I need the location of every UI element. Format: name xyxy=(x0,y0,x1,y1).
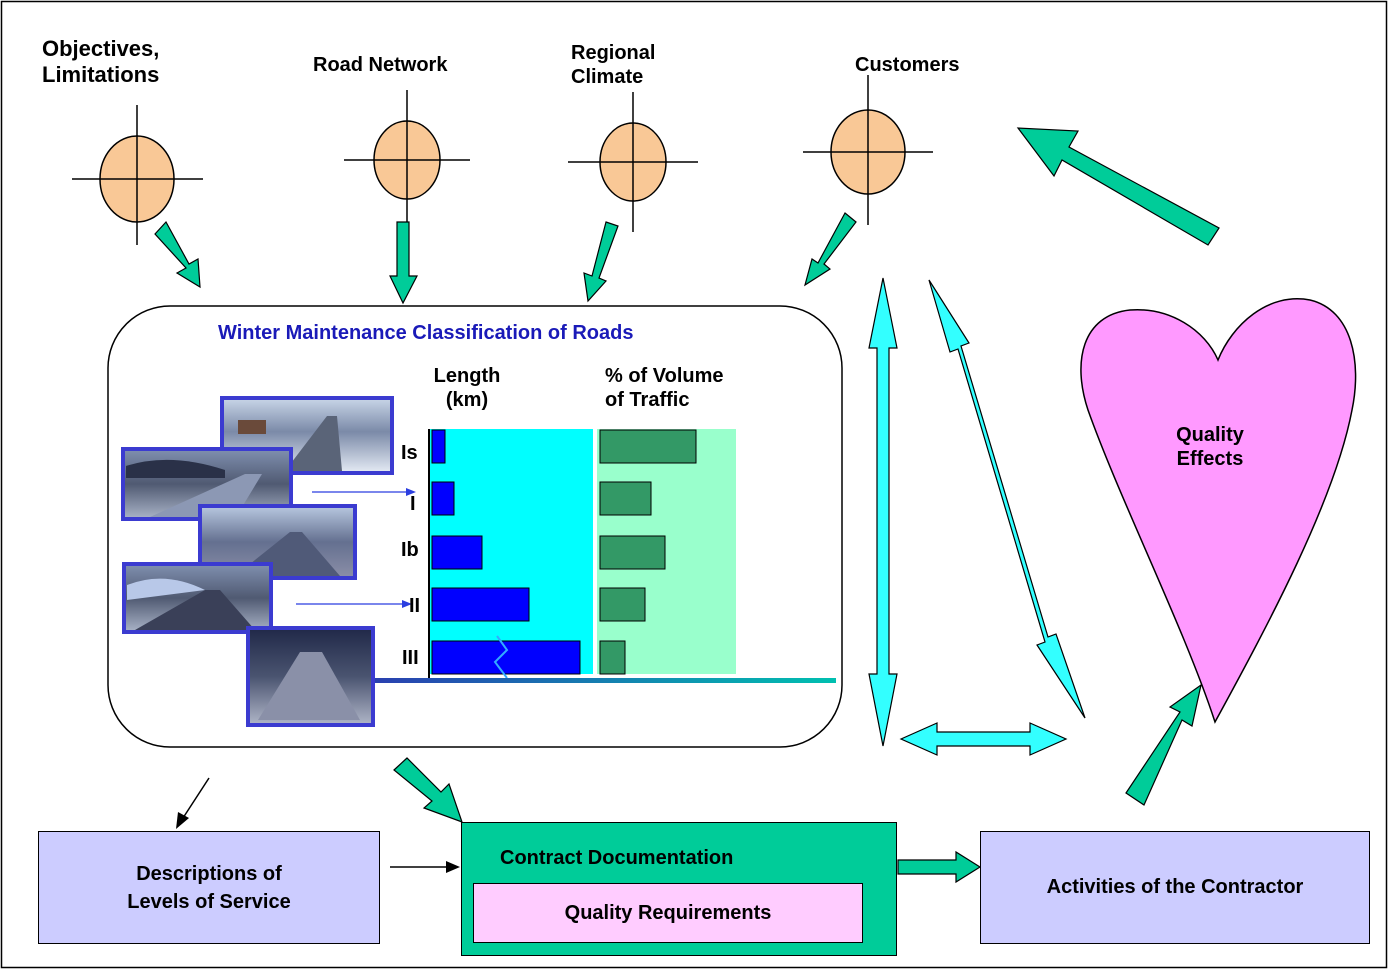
traffic-bar-i xyxy=(599,481,652,516)
contract-box-label: Contract Documentation xyxy=(500,847,734,869)
objectives-label: Objectives, Limitations xyxy=(42,36,160,88)
customers-target-icon xyxy=(803,75,933,225)
length-bar-is xyxy=(431,429,446,464)
road-photo-4 xyxy=(122,562,273,634)
traffic-bar-ib xyxy=(599,535,666,570)
length-bar-ib xyxy=(431,535,483,570)
axis-break-mark xyxy=(493,635,509,679)
objectives-to-classification-arrow xyxy=(154,220,201,289)
classification-to-contract-arrow xyxy=(393,757,463,823)
class-label-iii: III xyxy=(402,647,419,669)
photo-to-class-ii-arrow xyxy=(296,600,412,608)
quality-requirements-label: Quality Requirements xyxy=(564,901,772,924)
length-bar-i xyxy=(431,481,455,516)
quality-effects-label: Quality Effects xyxy=(1176,424,1244,470)
road-network-label: Road Network xyxy=(313,54,448,76)
road-photo-5 xyxy=(246,626,375,727)
class-label-i: I xyxy=(410,493,416,515)
contract-box: Contract Documentation Quality Requireme… xyxy=(461,822,897,956)
objectives-target-icon xyxy=(72,105,203,245)
photo-to-class-i-arrow xyxy=(312,488,416,496)
road-network-target-icon xyxy=(344,90,470,230)
traffic-header: % of Volume of Traffic xyxy=(605,365,724,411)
length-header: Length (km) xyxy=(433,365,501,411)
descriptions-box: Descriptions of Levels of Service xyxy=(38,831,380,944)
traffic-bar-ii xyxy=(599,587,646,622)
traffic-bar-iii xyxy=(599,640,626,675)
ground-line xyxy=(372,678,836,683)
class-label-ii: II xyxy=(409,595,421,617)
classification-to-descriptions-arrow xyxy=(176,777,210,829)
descriptions-to-contract-arrow xyxy=(390,861,460,873)
quality-effects-to-customers-arrow xyxy=(1016,127,1220,246)
activities-to-quality-effects-arrow xyxy=(1125,683,1202,806)
quality-requirements-box: Quality Requirements xyxy=(473,883,863,943)
length-bar-iii xyxy=(431,640,581,675)
classification-title: Winter Maintenance Classification of Roa… xyxy=(218,322,634,344)
class-label-is: Is xyxy=(401,442,418,464)
regional-climate-label: Regional Climate xyxy=(571,42,656,88)
climate-to-classification-arrow xyxy=(583,221,619,303)
length-bar-ii xyxy=(431,587,530,622)
activities-box-label: Activities of the Contractor xyxy=(1046,876,1304,898)
road-network-to-classification-arrow xyxy=(389,221,418,305)
class-label-ib: Ib xyxy=(401,539,419,561)
diagonal-double-arrow xyxy=(928,279,1086,719)
customers-to-classification-arrow xyxy=(804,212,857,287)
horizontal-double-arrow xyxy=(899,722,1068,756)
descriptions-box-label: Descriptions of Levels of Service xyxy=(127,862,291,913)
activities-box: Activities of the Contractor xyxy=(980,831,1370,944)
vertical-double-arrow xyxy=(868,277,898,747)
regional-climate-target-icon xyxy=(568,92,698,232)
contract-to-activities-arrow xyxy=(897,850,982,884)
road-photo-1 xyxy=(220,396,394,475)
traffic-bar-is xyxy=(599,429,697,464)
customers-label: Customers xyxy=(855,54,960,76)
quality-effects-heart xyxy=(1080,298,1357,724)
